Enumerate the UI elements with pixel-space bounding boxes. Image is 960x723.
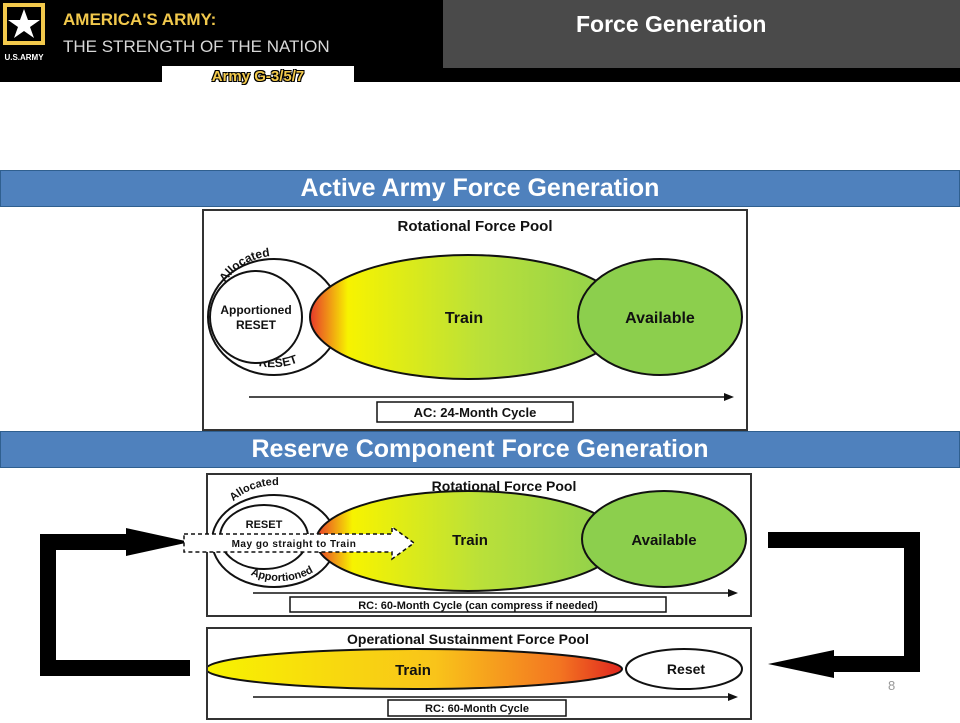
straight-to-train-arrow: [183, 525, 416, 561]
reserve-component-banner: Reserve Component Force Generation: [0, 431, 960, 468]
active-apportioned-circle: [209, 270, 303, 364]
reserve-cycle-label: RC: 60-Month Cycle (can compress if need…: [358, 600, 598, 612]
office-label: Army G-3/5/7: [211, 68, 305, 85]
active-cycle-box: [376, 401, 574, 423]
active-pool-title: Rotational Force Pool: [397, 218, 552, 235]
reserve-cycle-box: [289, 596, 667, 613]
reserve-rotational-panel: Rotational Force Pool Allocated Apportio…: [206, 473, 752, 617]
ops-cycle-label: RC: 60-Month Cycle: [425, 703, 529, 715]
ops-pool-title: Operational Sustainment Force Pool: [347, 631, 589, 647]
reserve-reset-label: RESET: [246, 519, 283, 531]
page-number: 8: [888, 678, 896, 693]
office-tab: [162, 66, 354, 90]
active-cycle-label: AC: 24-Month Cycle: [414, 405, 537, 420]
ops-cycle-box: [387, 699, 567, 717]
slogan-line-1: AMERICA'S ARMY:: [63, 10, 217, 29]
active-army-banner: Active Army Force Generation: [0, 170, 960, 207]
reserve-train-label: Train: [452, 532, 488, 549]
reserve-available-label: Available: [631, 532, 696, 549]
active-reset-inner-label: RESET: [236, 318, 277, 332]
army-star-logo: U.S.ARMY: [0, 0, 48, 68]
slogan-line-2: THE STRENGTH OF THE NATION: [63, 37, 330, 56]
left-loop-arrow: [40, 534, 190, 676]
active-apportioned-label: Apportioned: [220, 303, 291, 317]
slide-title: Force Generation: [576, 11, 767, 37]
operational-sustainment-panel: Operational Sustainment Force Pool Reset…: [205, 627, 752, 720]
logo-text: U.S.ARMY: [4, 53, 44, 62]
right-loop-arrowhead: [768, 650, 834, 678]
reserve-available-circle: [581, 490, 747, 588]
ops-reset-label: Reset: [667, 661, 705, 677]
right-loop-arrow: [768, 532, 920, 672]
left-loop-arrowhead: [126, 528, 190, 556]
ops-train-label: Train: [395, 662, 431, 679]
active-diagram-panel: Rotational Force Pool Allocated RESET Ap…: [202, 209, 748, 431]
active-timeline-arrowhead: [724, 393, 734, 401]
reserve-timeline-arrowhead: [728, 589, 738, 597]
header-left-band: [0, 0, 443, 68]
active-train-label: Train: [445, 310, 483, 327]
header-right-band: [443, 0, 960, 68]
ops-reset-ellipse: [625, 648, 743, 690]
reserve-pool-title: Rotational Force Pool: [432, 478, 577, 494]
straight-to-train-label: May go straight to Train: [232, 539, 357, 550]
active-available-circle: [577, 258, 743, 376]
active-available-label: Available: [625, 310, 695, 327]
ops-timeline-arrowhead: [728, 693, 738, 701]
